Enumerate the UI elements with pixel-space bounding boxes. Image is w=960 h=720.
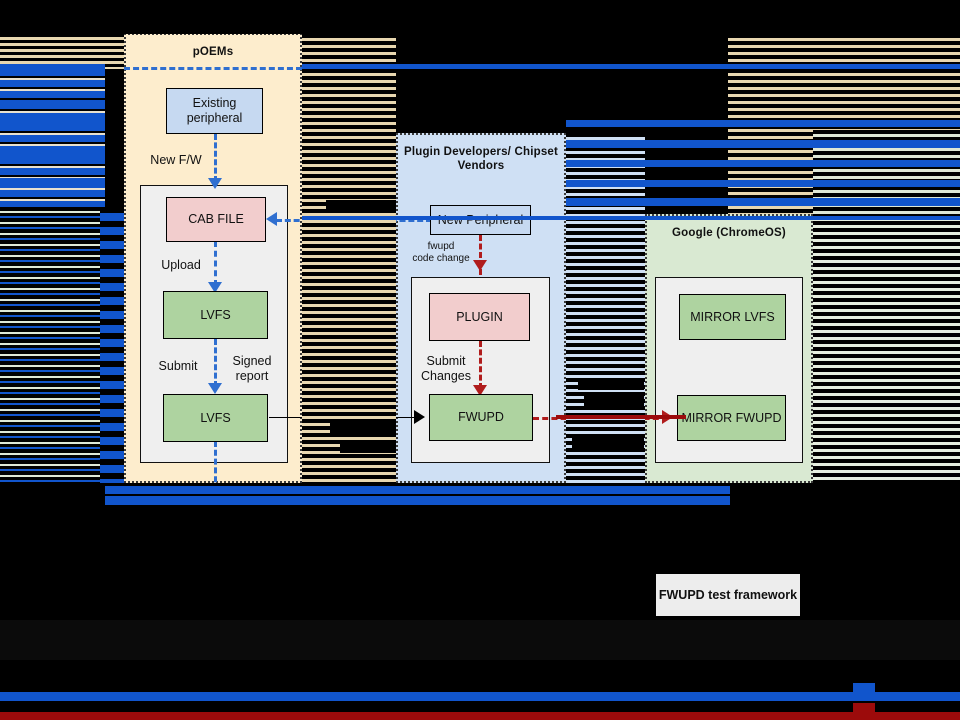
arrowhead-lvfs-to-fwupd (414, 410, 425, 424)
edge-lvfs-to-lvfs (214, 339, 217, 387)
node-mirror-fwupd[interactable]: MIRROR FWUPD (677, 395, 786, 441)
node-new-peripheral-label: New Peripheral (437, 212, 524, 227)
node-mirror-fwupd-label: MIRROR FWUPD (681, 410, 782, 425)
edge-lvfs-to-fwupd (269, 417, 421, 418)
edge-newperipheral-to-plugin (479, 235, 482, 275)
edge-label-fwupd-code-change: fwupd code change (412, 241, 470, 264)
edge-plugin-to-fwupd (479, 341, 482, 389)
arrowhead-newperipheral-to-plugin (473, 260, 487, 271)
edge-newperipheral-to-cab (276, 219, 432, 222)
node-cab-file[interactable]: CAB FILE (166, 197, 266, 242)
group-plugin-developers-title: Plugin Developers/ Chipset Vendors (403, 146, 559, 172)
legend-fwupd-test-framework-visible-label: FWUPD test framework (658, 588, 798, 602)
edge-cab-to-lvfs (214, 241, 217, 286)
edge-label-submit: Submit (158, 359, 198, 373)
node-plugin-label: PLUGIN (456, 309, 503, 324)
edge-label-new-fw: New F/W (150, 153, 202, 167)
arrowhead-plugin-to-fwupd (473, 385, 487, 396)
edge-top-dashed (124, 67, 302, 70)
arrowhead-fwupd-to-mirror-fwupd (662, 410, 673, 424)
arrowhead-existing-to-cab (208, 178, 222, 189)
node-fwupd[interactable]: FWUPD (429, 394, 533, 441)
group-google-title: Google (ChromeOS) (672, 227, 786, 239)
edge-label-upload: Upload (161, 258, 201, 272)
node-lvfs-submit[interactable]: LVFS (163, 394, 268, 442)
arrowhead-lvfs-to-lvfs (208, 383, 222, 394)
arrowhead-newperipheral-to-cab (266, 212, 277, 226)
group-poems-title: pOEMs (192, 46, 234, 58)
node-cab-file-label: CAB FILE (188, 212, 244, 226)
node-mirror-lvfs-label: MIRROR LVFS (690, 309, 775, 324)
edge-label-signed-report: Signed report (232, 354, 272, 383)
edge-lvfs-to-bottom (214, 441, 217, 491)
legend-line-blue (780, 690, 900, 694)
node-lvfs-submit-label: LVFS (200, 410, 231, 425)
node-new-peripheral[interactable]: New Peripheral (430, 205, 531, 235)
node-existing-peripheral[interactable]: Existing peripheral (166, 88, 263, 134)
edge-label-submit-changes: Submit Changes (420, 354, 472, 383)
node-plugin[interactable]: PLUGIN (429, 293, 530, 341)
edge-fwupd-to-mirror-fwupd (533, 417, 668, 420)
legend-line-red (780, 706, 900, 710)
arrowhead-cab-to-lvfs (208, 282, 222, 293)
node-existing-peripheral-label: Existing peripheral (186, 96, 243, 125)
node-lvfs-upload[interactable]: LVFS (163, 291, 268, 339)
node-lvfs-upload-label: LVFS (200, 307, 231, 322)
node-fwupd-label: FWUPD (458, 410, 504, 424)
node-mirror-lvfs[interactable]: MIRROR LVFS (679, 294, 786, 340)
edge-existing-to-cab (214, 134, 217, 182)
legend-fwupd-test-framework-visible: FWUPD test framework (656, 574, 800, 616)
